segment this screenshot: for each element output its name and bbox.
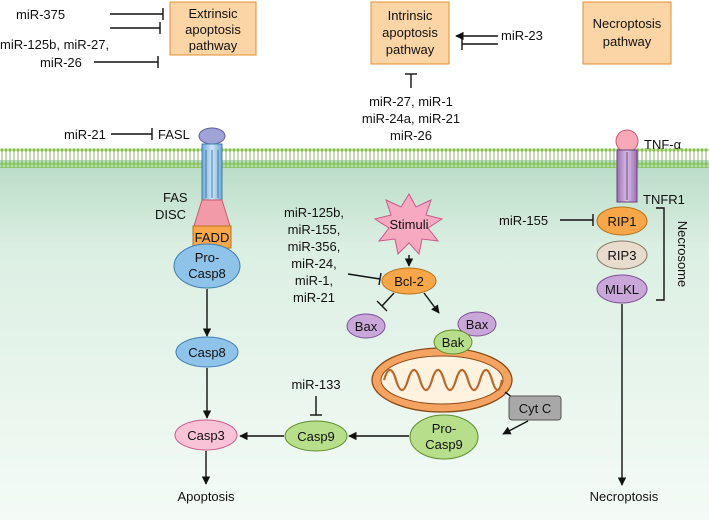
fas-receptor-stripes (205, 150, 219, 198)
svg-text:miR-125b,: miR-125b, (284, 205, 344, 220)
bcl2-inhibit-line (347, 272, 382, 286)
bcl2-label: Bcl-2 (394, 274, 424, 289)
rip1-label: RIP1 (608, 214, 637, 229)
fasl-ligand (198, 127, 226, 145)
casp9-label: Casp9 (297, 429, 335, 444)
mir-133-inhibit-line (310, 396, 322, 416)
cytc-label: Cyt C (519, 401, 552, 416)
casp8-label: Casp8 (188, 345, 226, 360)
necrosome-bracket (656, 207, 665, 301)
mir-125b-inhibit-line (94, 56, 159, 68)
casp9-node (284, 420, 348, 452)
bak-node (433, 329, 473, 355)
casp8-node (175, 336, 239, 368)
pro-casp8-label2: Casp8 (188, 266, 226, 281)
fasl-label: FASL (158, 127, 190, 142)
casp3-node (174, 419, 238, 451)
mlkl-label: MLKL (605, 282, 639, 297)
necroptosis-label: Necroptosis (590, 489, 659, 504)
rip1-node (596, 206, 648, 236)
fas-label: FAS (163, 190, 188, 205)
svg-text:Extrinsic: Extrinsic (188, 6, 238, 21)
bcl2-node (381, 267, 437, 295)
mir-133-label: miR-133 (291, 377, 340, 392)
disc-label: DISC (155, 207, 186, 222)
intrinsic-pathway-box: Intrinsic apoptosis pathway (370, 1, 450, 65)
mir-26-label: miR-26 (40, 55, 82, 70)
bak-label: Bak (442, 335, 465, 350)
pro-casp9-node (409, 414, 479, 460)
necrosome-label: Necrosome (675, 221, 690, 287)
fadd-label: FADD (195, 230, 230, 245)
mir-155-inhibit-line (560, 214, 594, 226)
mir-125b-27-label: miR-125b, miR-27, (0, 37, 109, 52)
bax-label-right: Bax (466, 317, 489, 332)
svg-text:miR-1,: miR-1, (295, 273, 333, 288)
bax-node-right (457, 311, 497, 337)
tnfa-label: TNF-α (644, 137, 682, 152)
svg-text:pathway: pathway (189, 38, 238, 53)
cytc-box (508, 395, 562, 421)
svg-text:miR-155,: miR-155, (288, 222, 341, 237)
mir-23-lines (455, 31, 498, 50)
svg-text:Intrinsic: Intrinsic (388, 8, 433, 23)
svg-text:pathway: pathway (386, 42, 435, 57)
stimuli-label: Stimuli (389, 217, 428, 232)
pro-casp8-label1: Pro- (195, 250, 220, 265)
arrow-bcl2-bak (423, 292, 440, 314)
pro-casp9-label2: Casp9 (425, 437, 463, 452)
mir-155-label: miR-155 (499, 213, 548, 228)
rip3-node (596, 240, 648, 270)
pro-casp8-node (173, 243, 241, 289)
mir-21-label: miR-21 (64, 127, 106, 142)
bax-label-left: Bax (355, 319, 378, 334)
intrinsic-mir-line3: miR-26 (390, 128, 432, 143)
mlkl-node (596, 274, 648, 304)
bcl2-mir-group: miR-125b, miR-155, miR-356, miR-24, miR-… (284, 205, 344, 305)
mir-375-label: miR-375 (16, 7, 65, 22)
casp3-label: Casp3 (187, 428, 225, 443)
svg-text:pathway: pathway (603, 34, 652, 49)
tnfa-ligand (615, 129, 639, 153)
pro-casp9-label1: Pro- (432, 421, 457, 436)
bax-node-left (346, 313, 386, 339)
intrinsic-mir-line1: miR-27, miR-1 (369, 94, 453, 109)
svg-text:apoptosis: apoptosis (382, 25, 438, 40)
cell-membrane (0, 148, 709, 168)
mir-21-inhibit-line (111, 128, 153, 140)
mir-23-label: miR-23 (501, 28, 543, 43)
extrinsic-pathway-box: Extrinsic apoptosis pathway (169, 1, 257, 56)
intrinsic-inhibit-line (405, 73, 417, 88)
necroptosis-pathway-box: Necroptosis pathway (582, 1, 672, 65)
apoptosis-label: Apoptosis (177, 489, 235, 504)
mitochondrion (371, 347, 513, 413)
svg-text:miR-21: miR-21 (293, 290, 335, 305)
svg-text:Necroptosis: Necroptosis (593, 16, 662, 31)
svg-text:miR-356,: miR-356, (288, 239, 341, 254)
intrinsic-mir-line2: miR-24a, miR-21 (362, 111, 460, 126)
rip3-label: RIP3 (608, 248, 637, 263)
bcl2-inhibit-bax (376, 292, 395, 312)
svg-text:miR-24,: miR-24, (291, 256, 337, 271)
mir-375-inhibit-lines (110, 8, 164, 34)
tnfr1-label: TNFR1 (643, 192, 685, 207)
stimuli-star (373, 192, 444, 256)
svg-text:apoptosis: apoptosis (185, 22, 241, 37)
arrow-cytc-procasp9 (502, 420, 529, 435)
